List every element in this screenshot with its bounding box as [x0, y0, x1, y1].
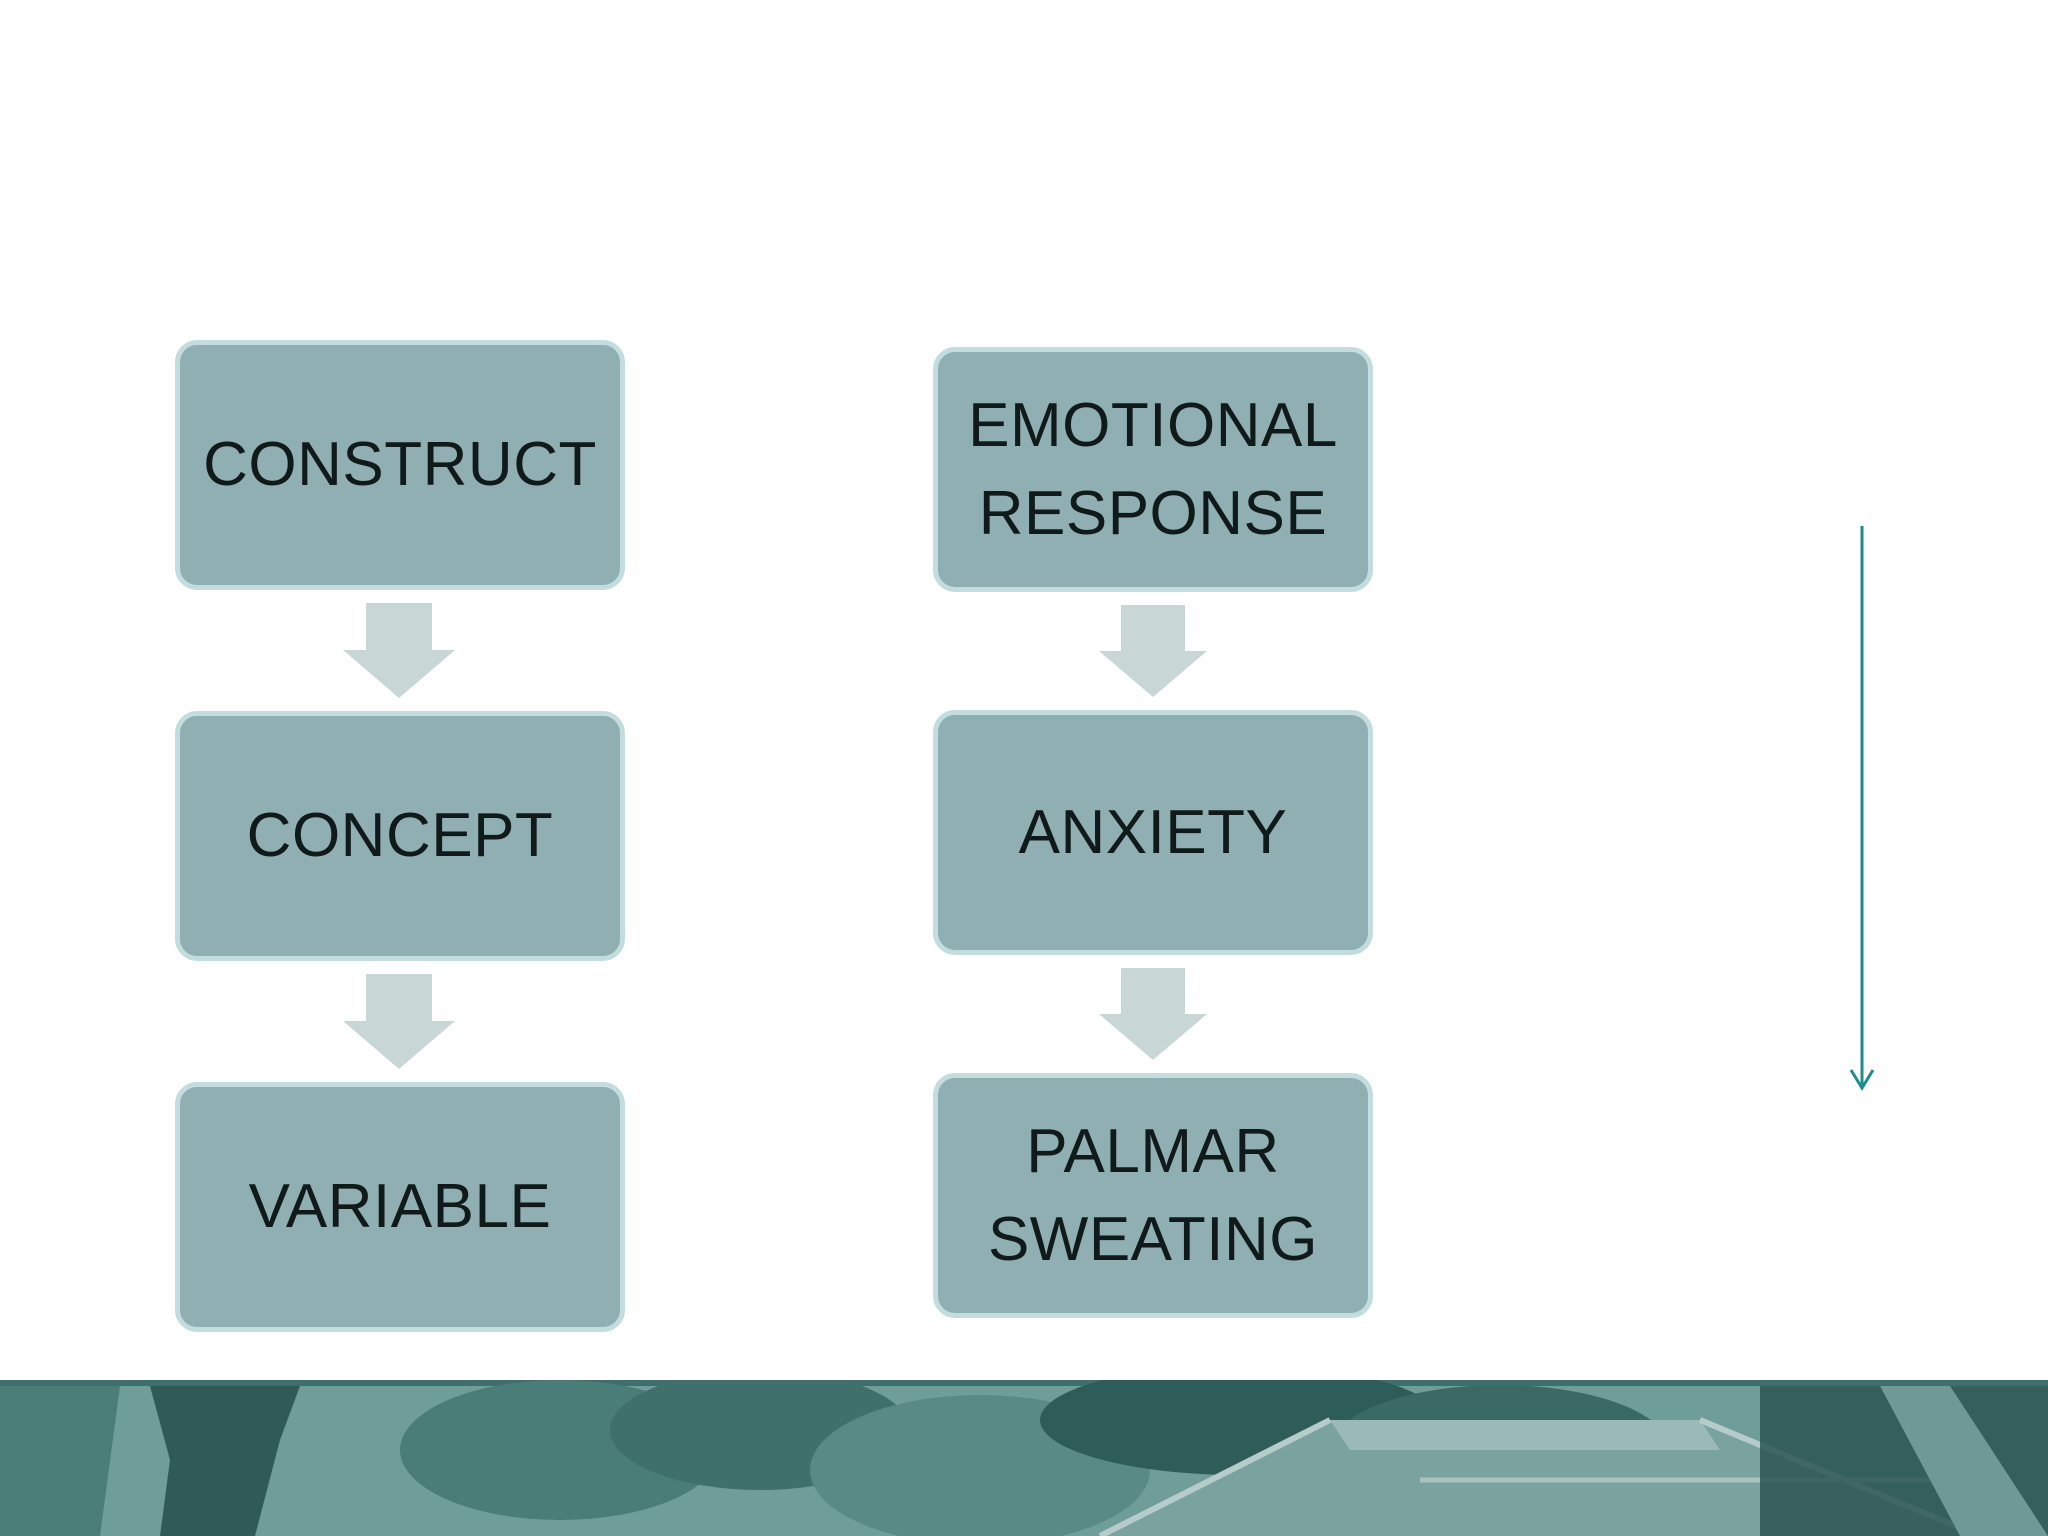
- vertical-arrow-icon: [1849, 526, 1875, 1091]
- box-anxiety: ANXIETY: [933, 710, 1373, 955]
- box-emotional-response: EMOTIONAL RESPONSE: [933, 347, 1373, 592]
- box-concept-label: CONCEPT: [246, 801, 554, 870]
- down-arrow-icon: [1099, 968, 1207, 1060]
- box-anxiety-label: ANXIETY: [1018, 797, 1288, 867]
- box-palmar-sweating-line1: PALMAR: [1026, 1116, 1280, 1186]
- box-emotional-response-line2: RESPONSE: [978, 478, 1328, 548]
- box-variable-label: VARIABLE: [248, 1172, 552, 1241]
- down-arrow-icon: [343, 974, 455, 1069]
- footer-photo-band: [0, 1380, 2048, 1536]
- box-construct: CONSTRUCT: [175, 340, 625, 590]
- down-arrow-icon: [343, 603, 455, 698]
- box-palmar-sweating-line2: SWEATING: [987, 1204, 1319, 1274]
- box-variable: VARIABLE: [175, 1082, 625, 1332]
- down-arrow-icon: [1099, 605, 1207, 697]
- box-emotional-response-line1: EMOTIONAL: [968, 390, 1338, 460]
- box-concept: CONCEPT: [175, 711, 625, 961]
- box-construct-label: CONSTRUCT: [203, 430, 597, 499]
- box-palmar-sweating: PALMAR SWEATING: [933, 1073, 1373, 1318]
